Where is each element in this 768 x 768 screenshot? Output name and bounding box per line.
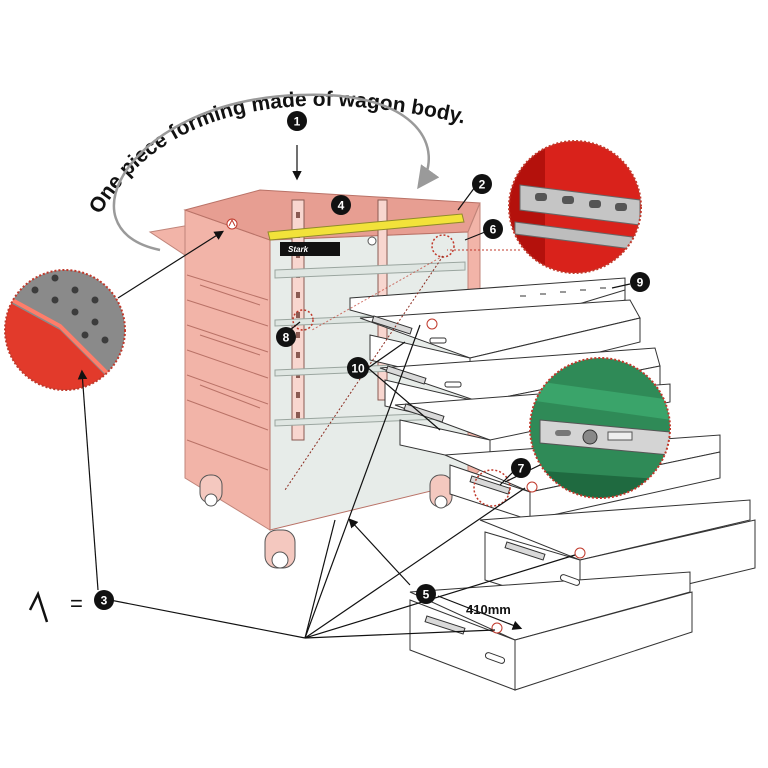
svg-text:2: 2 xyxy=(479,178,486,192)
forming-loop-arrow xyxy=(112,93,440,252)
svg-text:5: 5 xyxy=(423,588,430,602)
svg-text:10: 10 xyxy=(351,362,365,376)
callout-badge-6: 6 xyxy=(483,219,503,239)
caster-wheels xyxy=(199,474,453,569)
callout-badge-3: 3 xyxy=(94,590,114,610)
top-lip-highlight xyxy=(267,213,465,241)
callout-badge-7: 7 xyxy=(511,458,531,478)
callout-badge-5: 5 xyxy=(416,584,436,604)
svg-text:9: 9 xyxy=(637,276,644,290)
brand-bar xyxy=(280,242,340,256)
svg-text:8: 8 xyxy=(283,331,290,345)
inset-drawer-slide xyxy=(529,357,671,499)
brand-logo: Stark xyxy=(288,245,309,254)
tilt-markers xyxy=(426,318,586,634)
svg-text:6: 6 xyxy=(490,223,497,237)
legend-tilt-symbol xyxy=(28,590,49,623)
cabinet-left-face xyxy=(184,209,271,531)
inset-pegboard-corner xyxy=(4,269,126,391)
callout-badge-1: 1 xyxy=(287,111,307,131)
svg-text:3: 3 xyxy=(101,594,108,608)
legend-equals: = xyxy=(70,591,83,616)
svg-text:7: 7 xyxy=(518,462,525,476)
callout-badge-9: 9 xyxy=(630,272,650,292)
highlight-rail-hole xyxy=(292,309,314,331)
cabinet-drawer-lines xyxy=(186,274,269,471)
inset-perforated-rail xyxy=(508,140,642,274)
callout-badge-10: 10 xyxy=(347,357,369,379)
highlight-top-rail xyxy=(431,234,455,258)
callout-badge-2: 2 xyxy=(472,174,492,194)
highlight-slide xyxy=(473,469,511,507)
callout-badge-8: 8 xyxy=(276,327,296,347)
leader-lines xyxy=(77,145,631,639)
svg-text:1: 1 xyxy=(294,115,301,129)
drawer-depth-label: 410mm xyxy=(466,602,511,617)
svg-text:4: 4 xyxy=(338,199,345,213)
callout-badge-4: 4 xyxy=(331,195,351,215)
